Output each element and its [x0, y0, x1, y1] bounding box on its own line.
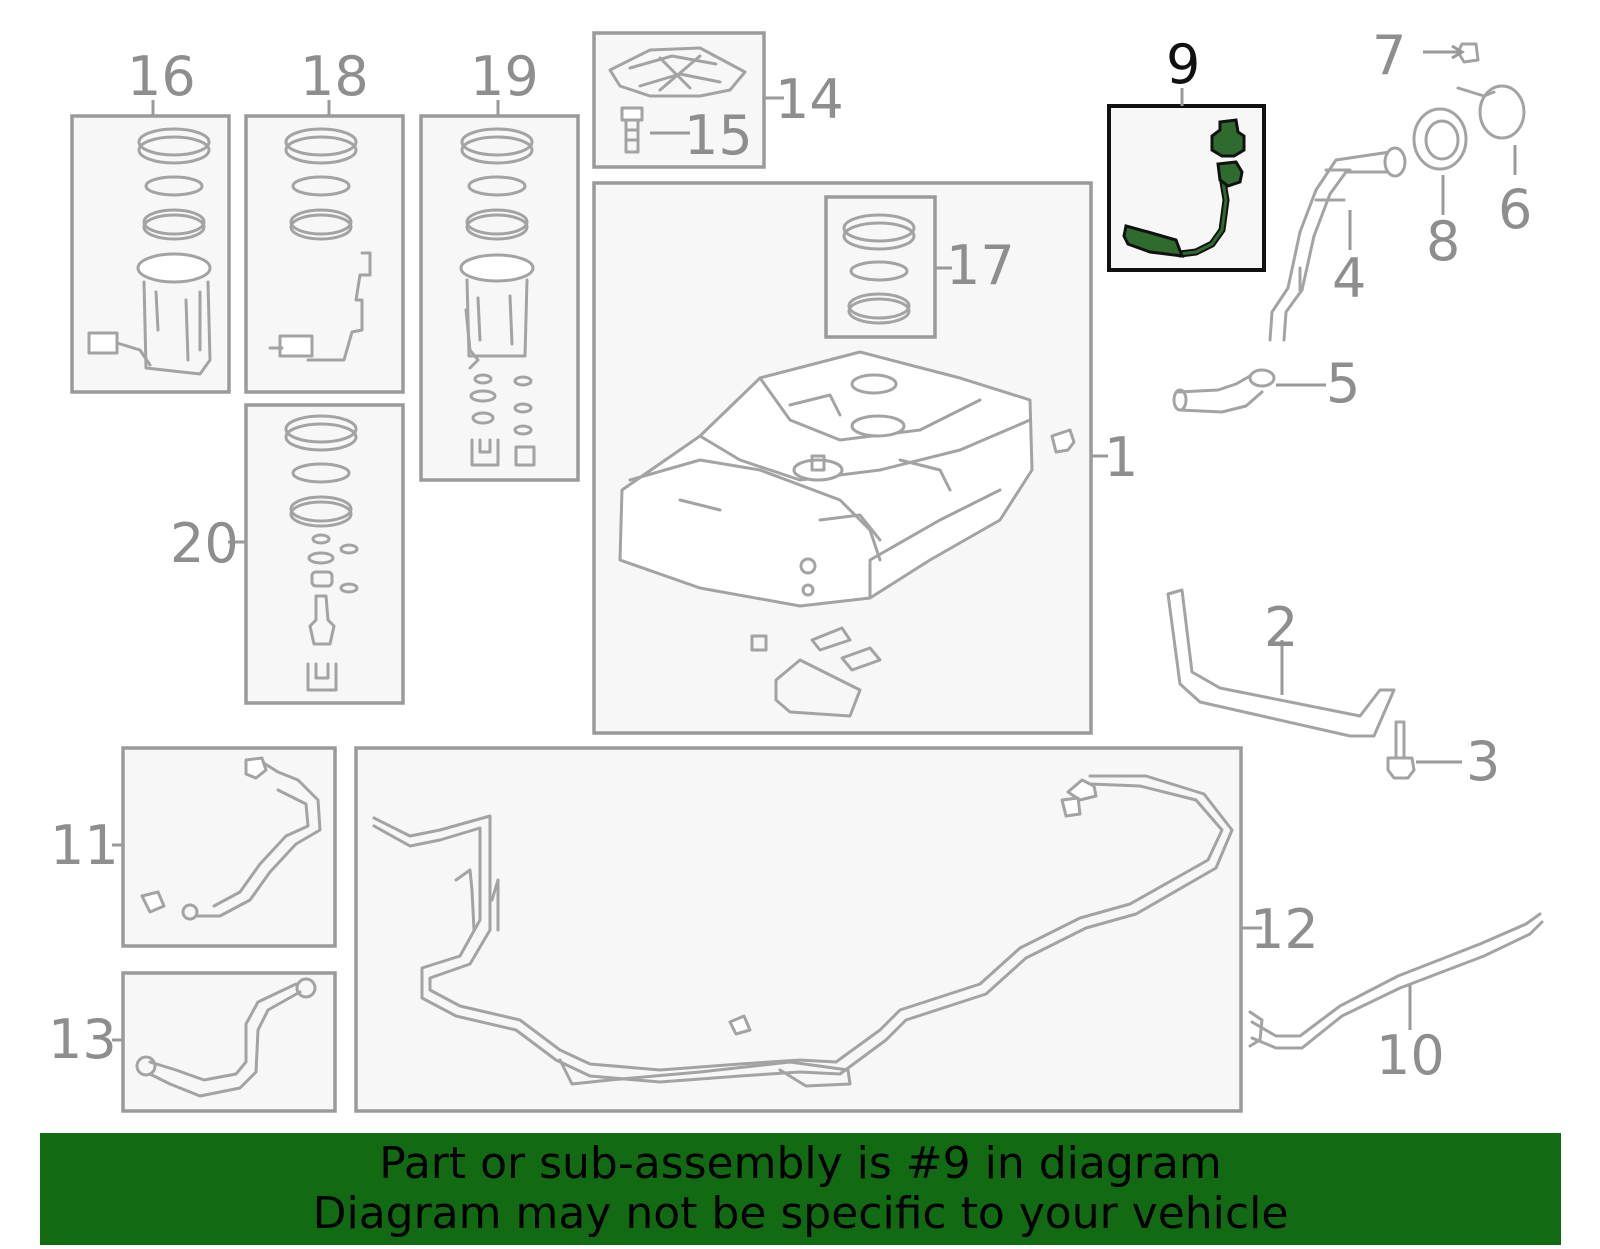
- callout-18[interactable]: 18: [300, 45, 369, 108]
- box-18[interactable]: [244, 114, 405, 394]
- box-12[interactable]: [354, 746, 1243, 1113]
- part-14-drawing: [608, 46, 747, 98]
- box-17[interactable]: [824, 195, 937, 339]
- callout-20[interactable]: 20: [170, 512, 239, 575]
- callout-16[interactable]: 16: [127, 45, 196, 108]
- part-4-drawing: [1268, 146, 1407, 342]
- part-12-drawing: [372, 774, 1234, 1088]
- callout-12[interactable]: 12: [1250, 898, 1319, 961]
- callout-17[interactable]: 17: [946, 234, 1015, 297]
- part-20-drawing: [284, 414, 359, 692]
- callout-3[interactable]: 3: [1466, 730, 1500, 793]
- part-3-drawing: [1386, 720, 1416, 780]
- callout-13[interactable]: 13: [48, 1008, 117, 1071]
- part-10-drawing: [1248, 912, 1544, 1050]
- part-5-drawing: [1172, 368, 1276, 414]
- callout-10[interactable]: 10: [1376, 1024, 1445, 1087]
- part-16-drawing: [87, 127, 212, 376]
- callout-15[interactable]: 15: [684, 104, 753, 167]
- callout-labels: 16 18 19 14 15 17 1 20 9 7 6 8 4 5 2 3 1…: [48, 24, 1532, 1087]
- leader-lines: [112, 44, 1517, 1042]
- banner-line-2: Diagram may not be specific to your vehi…: [312, 1188, 1289, 1239]
- part-18-drawing: [268, 127, 372, 362]
- part-6-drawing: [1456, 84, 1526, 140]
- box-11[interactable]: [121, 746, 337, 948]
- part-1-fuel-tank-drawing: [618, 350, 1076, 718]
- part-19-drawing: [459, 127, 536, 467]
- part-17-drawing: [842, 213, 916, 325]
- callout-1[interactable]: 1: [1104, 426, 1138, 489]
- part-2-drawing: [1166, 588, 1396, 738]
- callout-14[interactable]: 14: [775, 68, 844, 131]
- callout-6[interactable]: 6: [1498, 178, 1532, 241]
- banner-line-1: Part or sub-assembly is #9 in diagram: [379, 1138, 1222, 1189]
- callout-9[interactable]: 9: [1166, 33, 1200, 96]
- box-19[interactable]: [419, 114, 580, 482]
- part-11-drawing: [140, 756, 322, 921]
- part-15-drawing: [620, 106, 644, 154]
- callout-5[interactable]: 5: [1326, 352, 1360, 415]
- info-banner: Part or sub-assembly is #9 in diagram Di…: [40, 1133, 1561, 1245]
- part-9-highlighted-drawing[interactable]: [1122, 118, 1246, 258]
- box-14[interactable]: [592, 31, 766, 169]
- callout-4[interactable]: 4: [1332, 247, 1366, 310]
- callout-2[interactable]: 2: [1264, 596, 1298, 659]
- callout-19[interactable]: 19: [470, 45, 539, 108]
- callout-7[interactable]: 7: [1372, 24, 1406, 87]
- part-13-drawing: [135, 977, 317, 1098]
- callout-8[interactable]: 8: [1426, 210, 1460, 273]
- callout-11[interactable]: 11: [50, 814, 119, 877]
- part-8-drawing: [1412, 107, 1468, 171]
